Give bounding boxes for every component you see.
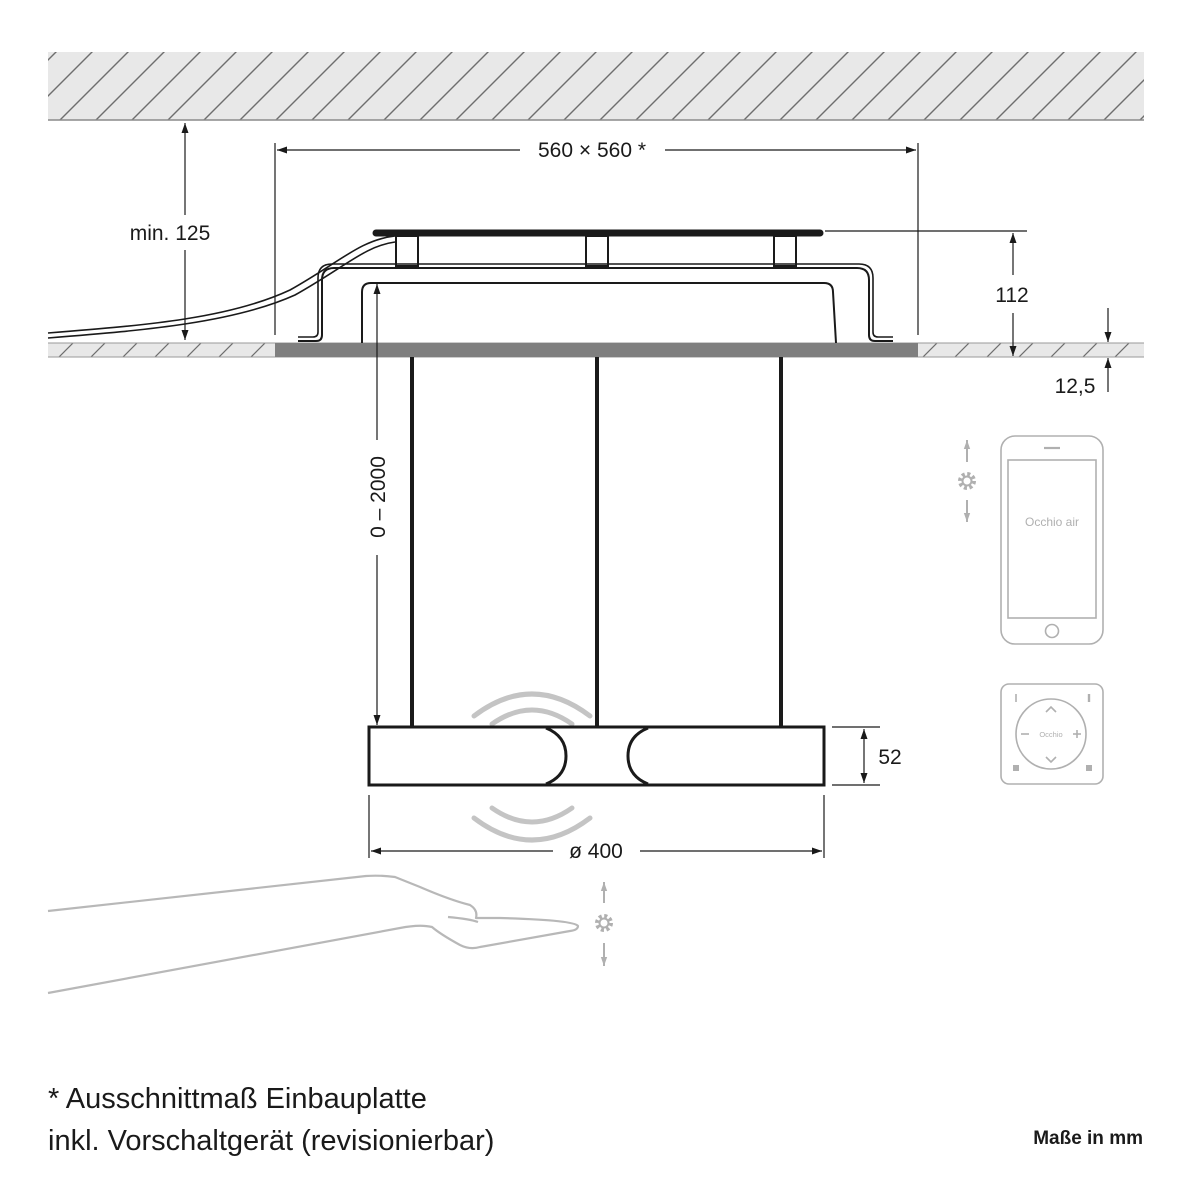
ceiling-board [48,342,1144,358]
footnote: * Ausschnittmaß Einbauplatte inkl. Vorsc… [48,1078,494,1162]
footnote-line-1: * Ausschnittmaß Einbauplatte [48,1083,427,1115]
dimension-housing-height [825,230,1027,356]
concrete-ceiling [48,52,1144,121]
hand-gesture-icon [47,874,580,995]
dim-cutout-label: 560 × 560 * [538,139,646,162]
app-dim-control-icon [958,440,976,522]
dimension-diameter [368,795,825,858]
dimension-ring-height [832,726,880,786]
recessed-housing [298,229,893,344]
dim-min-depth-label: min. 125 [130,222,211,245]
luminaire-ring [367,725,826,787]
units-label: Maße in mm [1033,1128,1143,1149]
dim-suspension-label: 0 – 2000 [367,456,390,538]
smartphone-icon [1000,435,1104,645]
dim-ceiling-thickness-label: 12,5 [1055,375,1096,398]
mounting-plate [275,343,918,357]
suspension-wires [410,357,783,727]
dim-diameter-label: ø 400 [569,840,623,863]
phone-app-label: Occhio air [1025,515,1079,529]
dimension-cutout [274,143,919,335]
remote-control-icon [1000,683,1104,785]
dim-ring-height-label: 52 [878,746,901,769]
power-cable [47,235,396,339]
remote-label: Occhio [1039,730,1062,739]
footnote-line-2: inkl. Vorschaltgerät (revisionierbar) [48,1125,495,1157]
gesture-sensor-waves-icon [471,691,593,843]
gesture-dim-control-icon [595,882,613,966]
dim-housing-height-label: 112 [995,284,1028,307]
